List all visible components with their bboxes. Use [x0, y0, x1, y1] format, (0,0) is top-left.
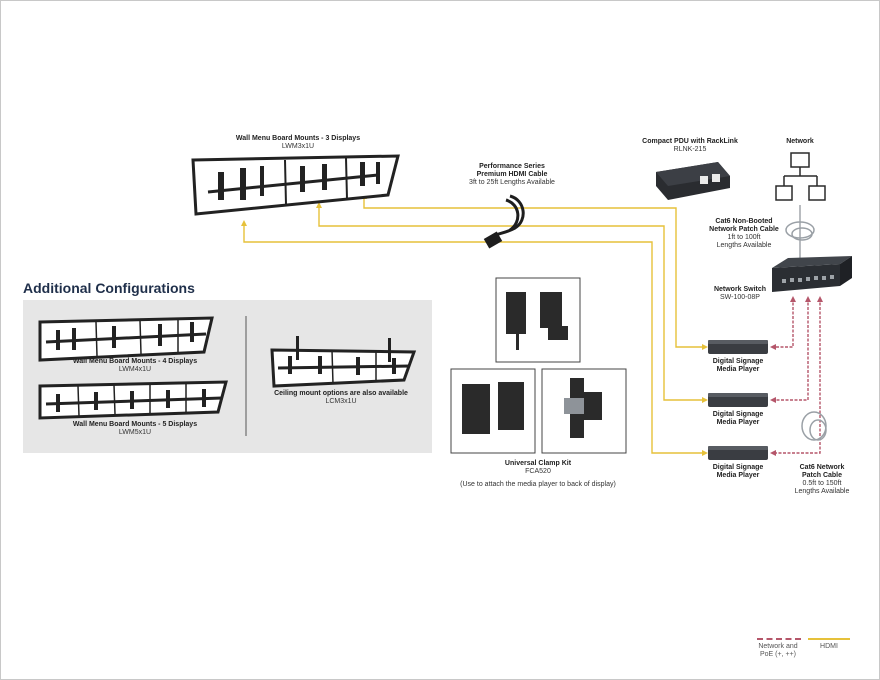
wall-mount-3-title: Wall Menu Board Mounts - 3 Displays [235, 135, 361, 142]
legend-hdmi-label: HDMI [808, 643, 850, 651]
media-player-2-line2: Media Player [716, 419, 760, 426]
media-player-3-line1: Digital Signage [712, 464, 764, 471]
wall-mount-3-label: Wall Menu Board Mounts - 3 Displays LWM3… [220, 135, 376, 151]
wall-mount-4-label: Wall Menu Board Mounts - 4 Displays LWM4… [60, 358, 210, 374]
network-label: Network [770, 138, 830, 146]
network-title: Network [786, 138, 814, 145]
cat6-network-cable-label: Cat6 Network Patch Cable 0.5ft to 150ft … [782, 464, 862, 496]
hdmi-line-1 [363, 195, 706, 348]
clamp-kit-images [450, 277, 627, 454]
media-player-3-line2: Media Player [716, 472, 760, 479]
wall-mount-5-label: Wall Menu Board Mounts - 5 Displays LWM5… [60, 421, 210, 437]
cat6-network-note-line2: Lengths Available [794, 488, 850, 495]
clamp-kit-label: Universal Clamp Kit FCA520 (Use to attac… [450, 460, 626, 489]
hdmi-line-3 [243, 222, 706, 454]
pdu-title: Compact PDU with RackLink [642, 138, 738, 145]
pdu-label: Compact PDU with RackLink RLNK-215 [630, 138, 750, 154]
network-switch-label: Network Switch SW-100-08P [700, 286, 780, 302]
clamp-kit-note: (Use to attach the media player to back … [460, 481, 616, 488]
hdmi-cable-label: Performance Series Premium HDMI Cable 3f… [452, 163, 572, 187]
wall-mount-5-title: Wall Menu Board Mounts - 5 Displays [72, 421, 198, 428]
cat6-non-booted-note-line2: Lengths Available [716, 242, 772, 249]
network-arrowheads [770, 296, 823, 456]
cat6-non-booted-title-line1: Cat6 Non-Booted [715, 218, 773, 225]
legend-network-swatch [757, 638, 801, 640]
wall-mount-4-title: Wall Menu Board Mounts - 4 Displays [72, 358, 198, 365]
network-switch-model: SW-100-08P [720, 294, 760, 301]
media-player-2-label: Digital Signage Media Player [700, 411, 776, 427]
cat6-network-title-line1: Cat6 Network [799, 464, 845, 471]
legend-network-line1: Network and [758, 643, 798, 650]
ceiling-mount [270, 336, 417, 388]
cat6-non-booted-label: Cat6 Non-Booted Network Patch Cable 1ft … [696, 218, 792, 250]
network-icon [775, 152, 826, 201]
media-player-2-line1: Digital Signage [712, 411, 764, 418]
network-line-3 [772, 298, 821, 454]
cat6-network-note-line1: 0.5ft to 150ft [802, 480, 842, 487]
hdmi-cable-graphic [483, 194, 525, 249]
ceiling-mount-label: Ceiling mount options are also available… [266, 390, 416, 406]
hdmi-note: 3ft to 25ft Lengths Available [469, 179, 555, 186]
wall-mount-4-displays [38, 316, 214, 362]
network-line-2 [772, 298, 809, 401]
cat6-non-booted-cable-graphic [785, 221, 815, 241]
media-player-1 [708, 340, 768, 354]
media-player-3-label: Digital Signage Media Player [700, 464, 776, 480]
hdmi-line-2 [318, 204, 706, 401]
legend-hdmi-swatch [808, 638, 850, 640]
clamp-kit-title: Universal Clamp Kit [504, 460, 572, 467]
media-player-2 [708, 393, 768, 407]
legend-network-label: Network and PoE (+, ++) [752, 643, 804, 659]
pdu-device [656, 162, 730, 200]
network-switch-title: Network Switch [713, 286, 767, 293]
hdmi-cables [243, 195, 706, 454]
hdmi-title-line2: Premium HDMI Cable [476, 171, 548, 178]
legend-network-line2: PoE (+, ++) [760, 651, 796, 658]
network-switch-device [772, 256, 852, 292]
wall-mount-3-displays [191, 154, 400, 216]
clamp-kit-model: FCA520 [525, 468, 551, 475]
wall-mount-3-model: LWM3x1U [281, 143, 315, 150]
ceiling-mount-model: LCM3x1U [325, 398, 357, 405]
pdu-model: RLNK-215 [673, 146, 707, 153]
network-cables [772, 298, 821, 454]
cat6-non-booted-note-line1: 1ft to 100ft [727, 234, 761, 241]
wall-mount-5-model: LWM5x1U [118, 429, 152, 436]
additional-configurations-heading: Additional Configurations [23, 280, 195, 296]
wall-mount-5-displays [38, 380, 228, 420]
media-player-3 [708, 446, 768, 460]
cat6-non-booted-title-line2: Network Patch Cable [709, 226, 779, 233]
media-player-1-label: Digital Signage Media Player [700, 358, 776, 374]
network-line-1 [772, 298, 794, 348]
media-player-1-line1: Digital Signage [712, 358, 764, 365]
legend-hdmi-text: HDMI [820, 643, 838, 650]
cat6-network-title-line2: Patch Cable [801, 472, 843, 479]
cat6-network-cable-graphic [801, 411, 827, 441]
wall-mount-4-model: LWM4x1U [118, 366, 152, 373]
hdmi-title-line1: Performance Series [479, 163, 545, 170]
ceiling-mount-title: Ceiling mount options are also available [274, 390, 408, 397]
media-player-1-line2: Media Player [716, 366, 760, 373]
